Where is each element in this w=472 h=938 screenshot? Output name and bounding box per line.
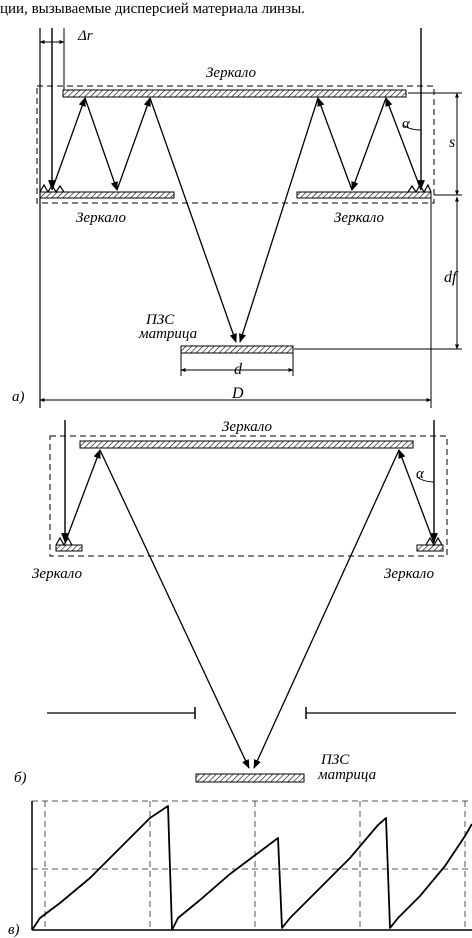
housing-outline-b [49, 435, 448, 557]
sawtooth-grid [32, 800, 472, 930]
alpha-label-b: α [416, 466, 425, 482]
ccd-label-line1-a: ПЗС [145, 312, 175, 328]
bottom-left-mirror-label-a: Зеркало [76, 210, 126, 226]
ccd-label-line2-b: матрица [317, 767, 376, 783]
bottom-right-mirror-a [296, 191, 432, 199]
d-label: d [234, 361, 243, 378]
top-mirror-b [79, 440, 414, 449]
bottom-left-mirror-label-b: Зеркало [32, 566, 82, 582]
housing-outline-a [36, 85, 435, 204]
bottom-right-mirror-b [416, 544, 444, 552]
ray-path-b [64, 449, 435, 769]
caption-text: ции, вызываемые дисперсией материала лин… [0, 1, 305, 17]
alpha-arc-b [416, 476, 435, 483]
panel-b-label: б) [14, 770, 27, 786]
top-mirror-label-a: Зеркало [206, 65, 256, 81]
bottom-right-mirror-label-a: Зеркало [334, 210, 384, 226]
sawtooth-waveform [31, 805, 472, 931]
top-mirror-label-b: Зеркало [222, 419, 272, 435]
right-ray-path-a [239, 97, 422, 343]
alpha-arc-a [402, 124, 422, 131]
ccd-label-line1-b: ПЗС [320, 752, 350, 768]
ccd-label-line2-a: матрица [138, 326, 197, 342]
ccd-matrix-b [195, 773, 305, 783]
df-label: df [444, 269, 459, 286]
bottom-left-mirror-a [39, 191, 175, 199]
bottom-right-mirror-label-b: Зеркало [384, 566, 434, 582]
alpha-label-a: α [402, 116, 411, 132]
left-ray-path-a [51, 97, 237, 343]
panel-a: Δr Зеркало Зеркало Зеркало α s df [12, 28, 462, 408]
D-label: D [231, 385, 244, 402]
panel-b: Зеркало Зеркало Зеркало α ПЗС матрица б) [14, 419, 456, 786]
bottom-left-mirror-b [55, 544, 83, 552]
panel-v-label: в) [8, 922, 20, 938]
s-label: s [449, 134, 455, 151]
right-mount-b [425, 536, 443, 547]
panel-v: в) [8, 800, 472, 938]
delta-r-label: Δr [77, 28, 93, 44]
panel-a-label: а) [12, 389, 25, 405]
top-mirror-a [62, 89, 407, 98]
ccd-matrix-a [180, 345, 294, 354]
left-mount-b [55, 536, 73, 547]
